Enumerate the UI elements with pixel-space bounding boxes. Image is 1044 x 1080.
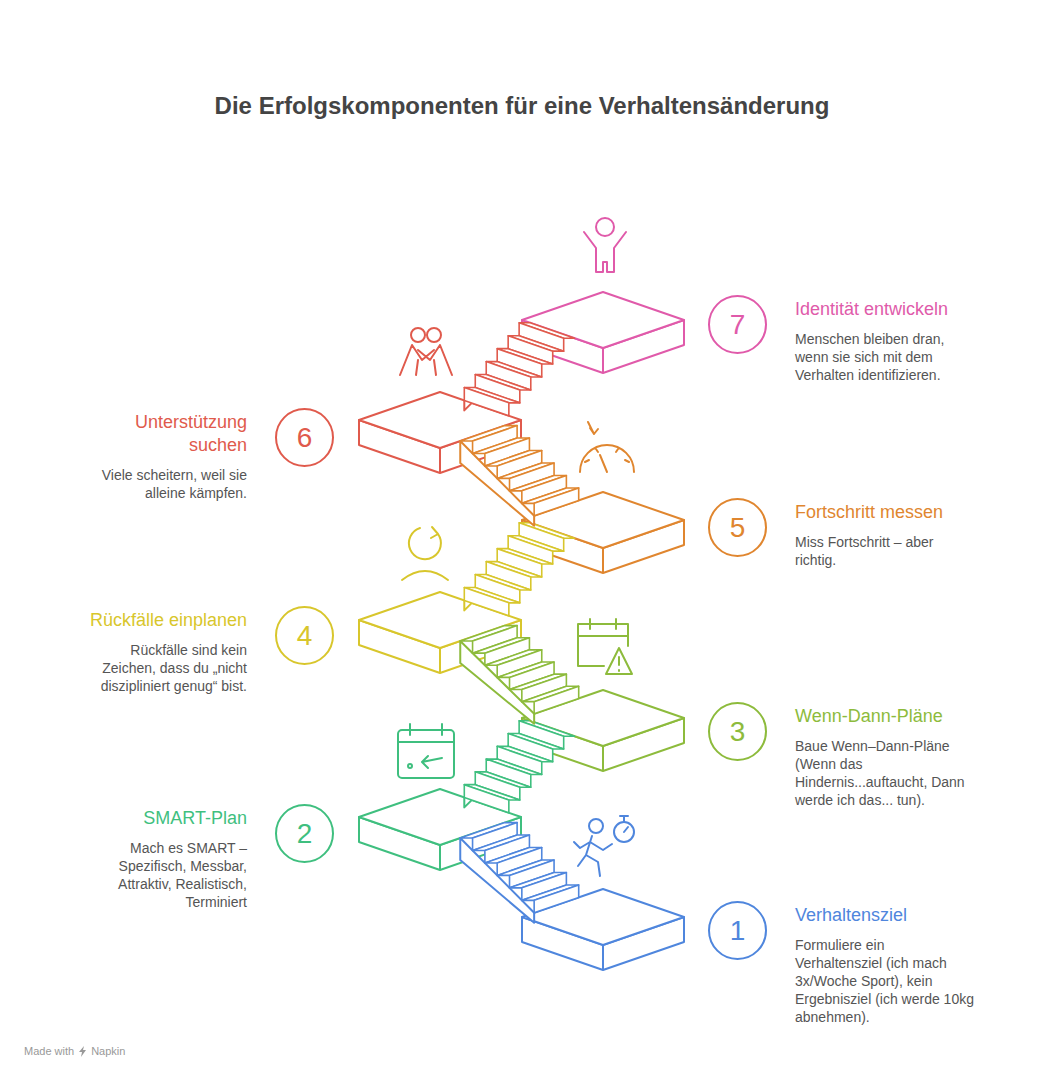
step-heading: Fortschritt messen <box>795 501 975 524</box>
platform-edge <box>602 746 604 771</box>
stair-riser <box>534 488 579 516</box>
step-node: 2 SMART-PlanMach es SMART – Spezifisch, M… <box>77 804 334 911</box>
step-node: 4 Rückfälle einplanenRückfälle sind kein … <box>77 606 334 695</box>
step-node: 1 VerhaltenszielFormuliere ein Verhaltens… <box>708 901 975 1026</box>
platform-edge <box>602 945 604 970</box>
step-heading: Unterstützung suchen <box>77 411 247 457</box>
step-description: Menschen bleiben dran, wenn sie sich mit… <box>795 330 975 384</box>
step-heading: Verhaltensziel <box>795 904 975 927</box>
icons <box>398 218 634 876</box>
staircase <box>464 523 574 616</box>
step-text: VerhaltenszielFormuliere ein Verhaltensz… <box>795 904 975 1026</box>
step-heading: SMART-Plan <box>77 807 247 830</box>
step-circle: 3 <box>708 702 767 761</box>
step-circle: 4 <box>275 606 334 665</box>
step-description: Mach es SMART – Spezifisch, Messbar, Att… <box>77 839 247 911</box>
stair-riser <box>464 587 509 615</box>
step-description: Miss Fortschritt – aber richtig. <box>795 533 975 569</box>
stair-riser <box>534 885 579 913</box>
staircase <box>464 323 574 416</box>
identity-icon <box>584 218 626 272</box>
step-description: Viele scheitern, weil sie alleine kämpfe… <box>77 466 247 502</box>
step-heading: Wenn-Dann-Pläne <box>795 705 975 728</box>
callout-number: 7 <box>730 309 746 341</box>
step-node: 7 Identität entwickelnMenschen bleiben dr… <box>708 295 975 384</box>
stair-riser <box>534 686 579 714</box>
step-text: Identität entwickelnMenschen bleiben dra… <box>795 298 975 384</box>
step-description: Rückfälle sind kein Zeichen, dass du „ni… <box>77 641 247 695</box>
callout-number: 3 <box>730 716 746 748</box>
bolt-icon <box>78 1046 87 1057</box>
step-circle: 2 <box>275 804 334 863</box>
step-text: Rückfälle einplanenRückfälle sind kein Z… <box>77 609 247 695</box>
step-description: Formuliere ein Verhaltensziel (ich mach … <box>795 936 975 1026</box>
step-circle: 7 <box>708 295 767 354</box>
callout-number: 5 <box>730 512 746 544</box>
platform-edge <box>602 348 604 373</box>
platform-edge <box>602 548 604 573</box>
step-text: SMART-PlanMach es SMART – Spezifisch, Me… <box>77 807 247 911</box>
step-text: Wenn-Dann-PläneBaue Wenn–Dann-Pläne (Wen… <box>795 705 975 809</box>
platform-edge <box>439 648 441 673</box>
watermark-text: Made with <box>24 1045 74 1057</box>
support-icon <box>400 328 452 375</box>
calendar-warning-icon <box>578 619 632 674</box>
stairs <box>460 323 578 923</box>
step-node: 5 Fortschritt messenMiss Fortschritt – ab… <box>708 498 975 569</box>
title: Die Erfolgskomponenten für eine Verhalte… <box>0 92 1044 120</box>
step-circle: 5 <box>708 498 767 557</box>
stair-riser <box>464 387 509 415</box>
step-circle: 6 <box>275 408 334 467</box>
callout-number: 2 <box>297 818 313 850</box>
platforms <box>359 292 684 970</box>
step-heading: Identität entwickeln <box>795 298 975 321</box>
staircase <box>460 823 578 923</box>
step-heading: Rückfälle einplanen <box>77 609 247 632</box>
step-text: Fortschritt messenMiss Fortschritt – abe… <box>795 501 975 569</box>
stair-riser <box>464 785 509 813</box>
step-node: 3 Wenn-Dann-PläneBaue Wenn–Dann-Pläne (We… <box>708 702 975 809</box>
step-circle: 1 <box>708 901 767 960</box>
staircase <box>464 721 574 813</box>
platform-edge <box>439 448 441 473</box>
gauge-icon <box>580 422 634 472</box>
staircase <box>460 626 578 724</box>
step-description: Baue Wenn–Dann-Pläne (Wenn das Hindernis… <box>795 737 975 809</box>
step-node: 6 Unterstützung suchenViele scheitern, we… <box>77 408 334 502</box>
staircase <box>460 426 578 526</box>
calendar-icon <box>398 724 454 778</box>
callout-number: 1 <box>730 915 746 947</box>
relapse-icon <box>402 527 448 580</box>
platform-edge <box>439 845 441 870</box>
watermark-text: Napkin <box>91 1045 125 1057</box>
callout-number: 6 <box>297 422 313 454</box>
watermark: Made with Napkin <box>24 1045 125 1057</box>
step-text: Unterstützung suchenViele scheitern, wei… <box>77 411 247 502</box>
callout-number: 4 <box>297 620 313 652</box>
runner-icon <box>574 816 634 876</box>
